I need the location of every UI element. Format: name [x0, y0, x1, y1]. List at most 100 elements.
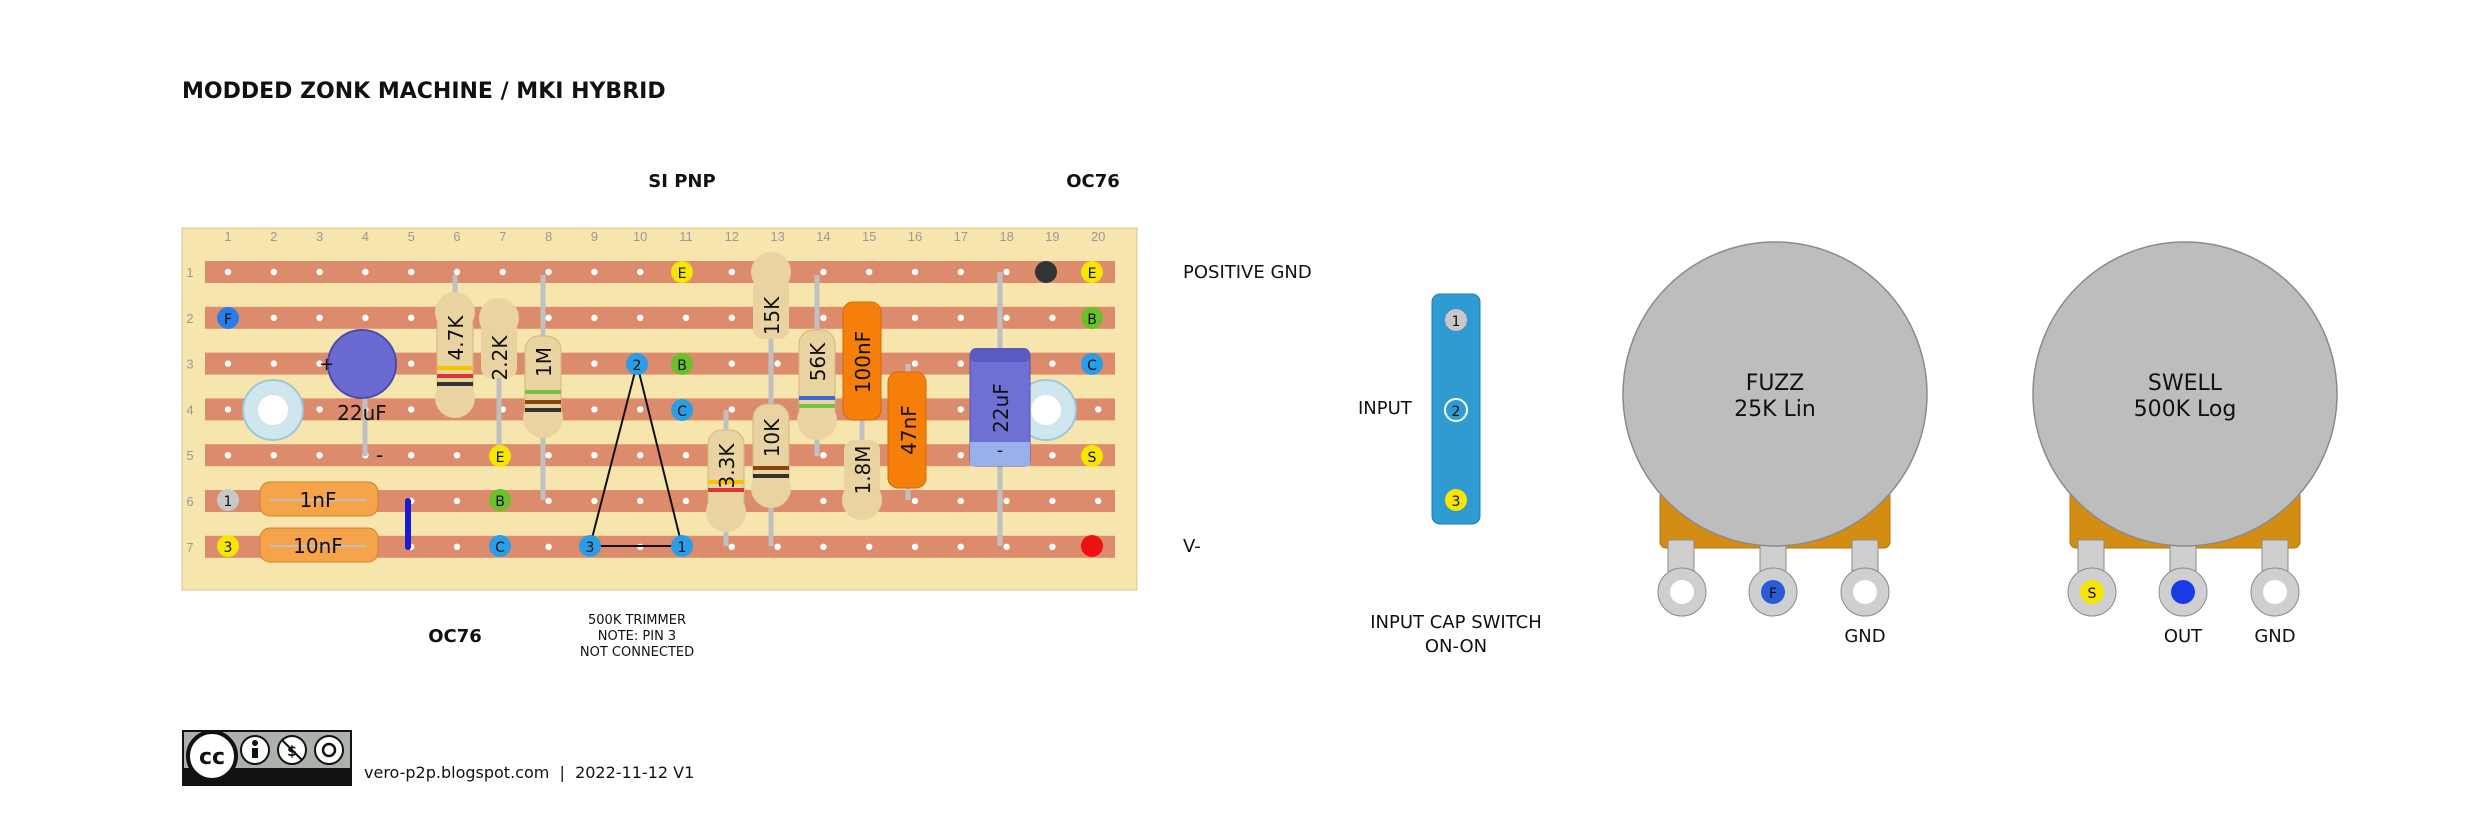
column-label: 19 [1045, 229, 1059, 244]
pot-swell-out: OUT [2164, 626, 2203, 647]
transistor-oc76-bottom-pins: E B C [489, 445, 511, 557]
column-label: 18 [999, 229, 1013, 244]
board-hole [316, 360, 323, 367]
board-hole [866, 543, 873, 550]
board-hole [728, 406, 735, 413]
column-label: 15 [862, 229, 876, 244]
board-hole [957, 452, 964, 459]
cap-22uf-minus: - [997, 440, 1004, 461]
svg-text:BY: BY [247, 772, 264, 785]
board-hole [362, 314, 369, 321]
label-input: INPUT [1358, 398, 1413, 419]
board-hole [728, 360, 735, 367]
svg-text:SA: SA [321, 772, 338, 785]
pin-3-board [217, 535, 239, 557]
cap-100nf-label: 100nF [851, 331, 875, 393]
cap-22uf-electrolytic: - 22uF [969, 272, 1031, 546]
board-hole [545, 497, 552, 505]
pot-fuzz-gnd: GND [1844, 626, 1885, 647]
svg-text:E: E [1088, 266, 1097, 282]
copper-strip [205, 261, 1115, 283]
board-hole [1003, 543, 1010, 550]
column-label: 12 [725, 229, 739, 244]
board-hole [911, 268, 919, 276]
trimmer-outline [589, 363, 684, 547]
vminus-dot [1081, 535, 1103, 557]
board-hole [911, 360, 919, 367]
row-label: 1 [186, 265, 193, 280]
svg-text:$: $ [287, 744, 297, 760]
board-hole [224, 360, 232, 367]
column-label: 7 [499, 229, 506, 244]
board-hole [637, 452, 644, 459]
svg-text:B: B [495, 494, 505, 510]
board-hole [316, 268, 323, 276]
board-hole [453, 452, 461, 459]
column-label: 11 [679, 229, 693, 244]
svg-text:S: S [2088, 586, 2097, 602]
pin-f-board [217, 307, 239, 329]
svg-text:E: E [496, 450, 505, 466]
resistor-3k3: 3.3K [706, 410, 746, 546]
cc-icon [186, 730, 238, 782]
board-hole [591, 497, 598, 505]
ground-dot [1035, 261, 1057, 283]
svg-text:C: C [495, 540, 505, 556]
pot-swell-gnd: GND [2254, 626, 2295, 647]
board-hole [1095, 497, 1102, 505]
pot-swell-name: SWELL [2148, 371, 2223, 396]
cap-22uf-electrolytic-label: 22uF [989, 383, 1013, 433]
board-hole [1049, 452, 1056, 459]
board-hole [270, 314, 277, 321]
board-hole [682, 452, 690, 459]
cc-license-badge: cc $ BY NC SA [182, 730, 352, 786]
pot-swell-value: 500K Log [2134, 397, 2237, 422]
board-hole [866, 268, 873, 276]
svg-text:F: F [1769, 586, 1777, 602]
svg-text:NC: NC [283, 772, 300, 785]
column-label: 20 [1091, 229, 1105, 244]
resistor-1m8-label: 1.8M [851, 445, 875, 494]
board-hole [270, 360, 277, 367]
column-label: 17 [954, 229, 968, 244]
column-label: 10 [633, 229, 647, 244]
jumper-link [405, 498, 411, 550]
board-hole [957, 406, 964, 413]
board-hole [820, 497, 827, 505]
board-hole [270, 452, 277, 459]
board-hole [820, 543, 827, 550]
board-hole [911, 543, 919, 550]
label-oc76-top: OC76 [1066, 171, 1120, 192]
resistor-56k-label: 56K [806, 342, 830, 381]
column-label: 2 [270, 229, 277, 244]
board-hole [591, 314, 598, 321]
board-hole [408, 314, 415, 321]
cap-22uf-disc: + 22uF - [319, 329, 397, 467]
board-hole [1049, 314, 1056, 321]
pot-fuzz: F FUZZ 25K Lin GND [1622, 241, 1928, 647]
input-cap-switch: 1 2 3 [1431, 293, 1481, 525]
transistor-si-pnp-pins: E B C [671, 261, 693, 421]
board-hole [545, 452, 552, 459]
board-hole [774, 543, 781, 550]
trimmer-note-2: NOTE: PIN 3 [598, 629, 676, 644]
resistor-15k: 15K [751, 252, 791, 364]
column-label: 1 [224, 229, 231, 244]
svg-text:cc: cc [199, 745, 225, 770]
board-hole [408, 452, 415, 459]
cap-47nf: 47nF [887, 364, 927, 500]
resistor-2k2: 2.2K [479, 298, 519, 456]
column-label: 16 [908, 229, 922, 244]
svg-text:1: 1 [678, 540, 687, 556]
page-title: MODDED ZONK MACHINE / MKI HYBRID [182, 79, 666, 104]
board-hole [637, 497, 644, 505]
column-label: 14 [816, 229, 830, 244]
resistor-1m-label: 1M [532, 347, 556, 377]
board-hole [820, 314, 827, 321]
copper-strip [205, 352, 1115, 375]
board-hole [591, 360, 598, 367]
minus-sign: - [376, 443, 383, 467]
svg-text:B: B [1087, 312, 1097, 328]
resistor-4k7-label: 4.7K [444, 315, 468, 361]
